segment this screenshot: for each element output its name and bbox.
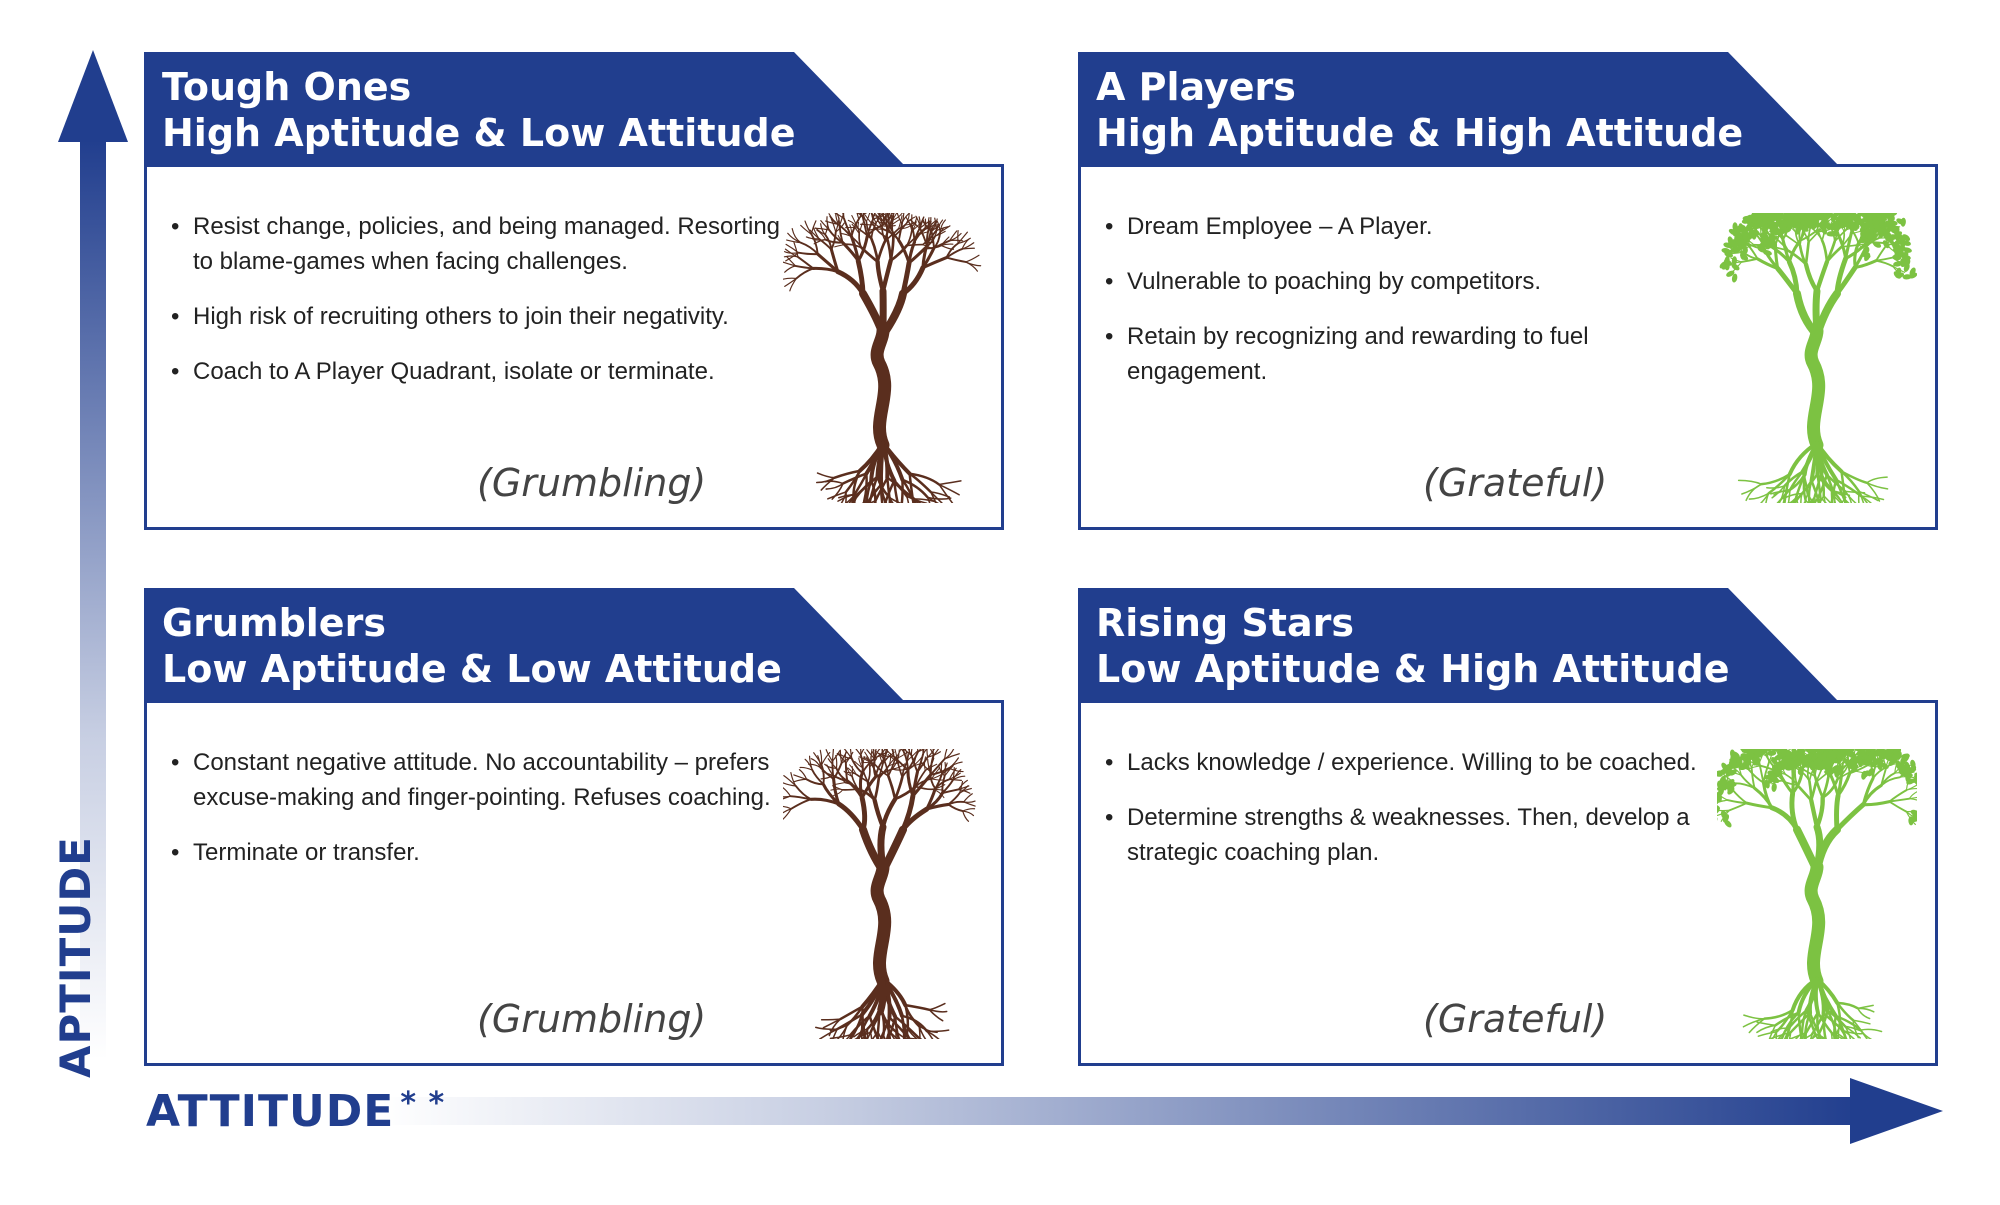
bullet-list: • Lacks knowledge / experience. Willing t… [1105, 745, 1725, 890]
bare-tree-icon [774, 736, 983, 1070]
bullet-text: Dream Employee – A Player. [1127, 213, 1433, 240]
quadrant-content-box: • Resist change, policies, and being mana… [144, 164, 1004, 540]
bullet-item: • Determine strengths & weaknesses. Then,… [1105, 800, 1725, 870]
bullet-text: Constant negative attitude. No accountab… [193, 749, 771, 811]
bullet-text: Vulnerable to poaching by competitors. [1127, 268, 1542, 295]
leafy-tree-icon [1702, 724, 1934, 1068]
bullet-dot-icon: • [1105, 268, 1114, 295]
header-banner [1078, 52, 1838, 165]
quadrant-content-box: • Constant negative attitude. No accounta… [144, 700, 1004, 1070]
header-banner [144, 588, 904, 701]
bullet-item: • Lacks knowledge / experience. Willing t… [1105, 745, 1725, 780]
quadrant-subtitle: High Aptitude & Low Attitude [162, 111, 796, 155]
bullet-item: • Coach to A Player Quadrant, isolate or … [171, 354, 791, 389]
bullet-text: Resist change, policies, and being manag… [193, 213, 781, 275]
y-axis-arrow [58, 50, 128, 1060]
quadrant-title-block: Tough Ones High Aptitude & Low Attitude [162, 64, 796, 156]
mood-label: (Grateful) [1423, 461, 1608, 505]
mood-label: (Grumbling) [477, 461, 707, 505]
bullet-list: • Dream Employee – A Player. • Vulnerable t… [1105, 209, 1725, 409]
bullet-item: • Terminate or transfer. [171, 835, 791, 870]
bullet-text: Retain by recognizing and rewarding to f… [1127, 323, 1589, 385]
quadrant-title-block: Grumblers Low Aptitude & Low Attitude [162, 600, 782, 692]
quadrant-rising-stars: Rising Stars Low Aptitude & High Attitud… [1078, 588, 1938, 1068]
quadrant-title-block: A Players High Aptitude & High Attitude [1096, 64, 1743, 156]
header-banner [144, 52, 904, 165]
quadrant-a-players: A Players High Aptitude & High Attitude … [1078, 52, 1938, 537]
bullet-dot-icon: • [171, 839, 180, 866]
bullet-text: High risk of recruiting others to join t… [193, 303, 729, 330]
bullet-item: • Resist change, policies, and being mana… [171, 209, 791, 279]
quadrant-header: Rising Stars Low Aptitude & High Attitud… [1078, 588, 1838, 701]
y-axis-label: APTITUDE [51, 836, 100, 1078]
bullet-item: • Retain by recognizing and rewarding to … [1105, 319, 1725, 389]
bullet-dot-icon: • [171, 358, 180, 385]
bullet-list: • Resist change, policies, and being mana… [171, 209, 791, 409]
quadrant-header: Grumblers Low Aptitude & Low Attitude [144, 588, 904, 701]
x-axis-label: ATTITUDE* * [146, 1086, 445, 1137]
bullet-dot-icon: • [1105, 323, 1114, 350]
bullet-item: • Dream Employee – A Player. [1105, 209, 1725, 244]
bullet-text: Coach to A Player Quadrant, isolate or t… [193, 358, 715, 385]
bullet-dot-icon: • [171, 213, 180, 240]
quadrant-title: Rising Stars [1096, 601, 1354, 645]
header-banner [1078, 588, 1838, 701]
bullet-dot-icon: • [1105, 213, 1114, 240]
quadrant-title: A Players [1096, 65, 1296, 109]
x-axis-label-suffix: * * [400, 1086, 446, 1121]
bullet-item: • Vulnerable to poaching by competitors. [1105, 264, 1725, 299]
bullet-text: Determine strengths & weaknesses. Then, … [1127, 804, 1690, 866]
mood-label: (Grateful) [1423, 997, 1608, 1041]
quadrant-subtitle: Low Aptitude & High Attitude [1096, 647, 1730, 691]
quadrant-header: A Players High Aptitude & High Attitude [1078, 52, 1838, 165]
x-axis-arrow [380, 1078, 1943, 1144]
quadrant-content-box: • Lacks knowledge / experience. Willing t… [1078, 700, 1938, 1068]
bullet-text: Lacks knowledge / experience. Willing to… [1127, 749, 1697, 776]
quadrant-tough-ones: Tough Ones High Aptitude & Low Attitude … [144, 52, 1004, 540]
mood-label: (Grumbling) [477, 997, 707, 1041]
bullet-item: • High risk of recruiting others to join … [171, 299, 791, 334]
bullet-dot-icon: • [1105, 749, 1114, 776]
bullet-list: • Constant negative attitude. No accounta… [171, 745, 791, 890]
bullet-dot-icon: • [171, 749, 180, 776]
quadrant-title: Tough Ones [162, 65, 412, 109]
bullet-text: Terminate or transfer. [193, 839, 420, 866]
quadrant-subtitle: Low Aptitude & Low Attitude [162, 647, 782, 691]
bare-tree-icon [780, 202, 983, 540]
leafy-tree-icon [1717, 187, 1918, 537]
quadrant-subtitle: High Aptitude & High Attitude [1096, 111, 1744, 155]
bullet-dot-icon: • [1105, 804, 1114, 831]
quadrant-content-box: • Dream Employee – A Player. • Vulnerable t… [1078, 164, 1938, 537]
quadrant-title: Grumblers [162, 601, 386, 645]
quadrant-header: Tough Ones High Aptitude & Low Attitude [144, 52, 904, 165]
bullet-dot-icon: • [171, 303, 180, 330]
quadrant-grumblers: Grumblers Low Aptitude & Low Attitude • C… [144, 588, 1004, 1070]
x-axis-label-text: ATTITUDE [146, 1086, 395, 1137]
quadrant-title-block: Rising Stars Low Aptitude & High Attitud… [1096, 600, 1730, 692]
bullet-item: • Constant negative attitude. No accounta… [171, 745, 791, 815]
